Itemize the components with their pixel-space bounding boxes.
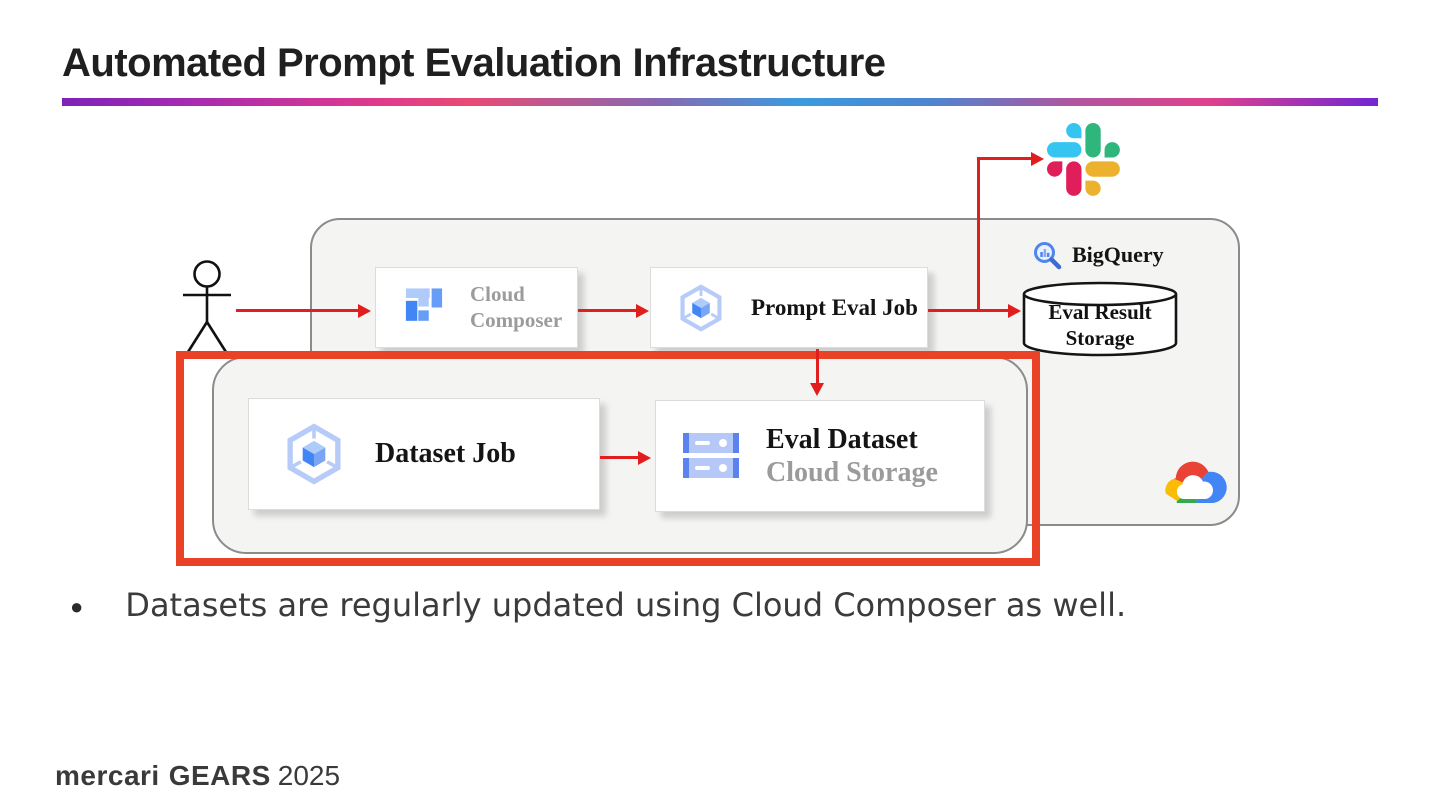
node-eval-dataset: Eval Dataset Cloud Storage <box>655 400 985 512</box>
footer-logo: mercari GEARS 2025 <box>55 760 340 792</box>
arrowhead-prompt-job-to-storage <box>1008 303 1021 318</box>
user-actor-icon <box>183 260 231 353</box>
storage-label-line1: Eval Result <box>1048 300 1152 324</box>
arrow-dataset-job-to-eval-dataset <box>600 456 638 459</box>
cloud-composer-icon <box>405 288 443 321</box>
bullet-marker: ● <box>70 594 84 619</box>
node-label-line1: Eval Dataset <box>766 423 918 455</box>
gke-job-icon <box>680 283 722 332</box>
bigquery-group: BigQuery <box>1032 240 1164 270</box>
arrowhead-dataset-job-to-eval-dataset <box>638 450 651 465</box>
node-label-line2: Cloud Storage <box>766 457 938 488</box>
bigquery-icon <box>1034 242 1062 270</box>
bullet-item: ● Datasets are regularly updated using C… <box>70 586 1126 624</box>
dataset-pipeline-highlight-box <box>176 351 1040 566</box>
google-cloud-icon <box>1165 461 1227 504</box>
node-label: Eval Dataset Cloud Storage <box>766 423 938 489</box>
slack-icon <box>1047 123 1120 196</box>
title-gradient-rule <box>62 98 1378 106</box>
eval-result-storage-label: Eval Result Storage <box>1022 299 1178 352</box>
page-title: Automated Prompt Evaluation Infrastructu… <box>62 41 886 85</box>
arrow-branch-to-slack-horizontal <box>977 157 1031 160</box>
arrowhead-composer-to-prompt-job <box>636 303 649 318</box>
arrowhead-to-slack <box>1031 151 1044 166</box>
arrowhead-actor-to-composer <box>358 303 371 318</box>
gears-wordmark: GEARS <box>168 760 271 791</box>
arrow-branch-to-slack-vertical <box>977 158 980 311</box>
arrowhead-prompt-job-to-eval-dataset <box>810 383 824 396</box>
node-label: Prompt Eval Job <box>751 294 918 320</box>
arrow-prompt-job-to-storage <box>928 309 1008 312</box>
cloud-storage-icon <box>683 433 739 478</box>
database-cylinder-icon <box>1022 281 1178 357</box>
node-label: Dataset Job <box>375 438 516 469</box>
gke-job-icon <box>287 423 341 485</box>
bigquery-label: BigQuery <box>1072 242 1164 267</box>
node-dataset-job: Dataset Job <box>248 398 600 510</box>
arrow-composer-to-prompt-job <box>578 309 636 312</box>
storage-label-line2: Storage <box>1065 326 1135 351</box>
mercari-wordmark: mercari <box>55 760 160 791</box>
node-label: Cloud Composer <box>470 282 562 332</box>
node-prompt-eval-job: Prompt Eval Job <box>650 267 928 348</box>
node-cloud-composer: Cloud Composer <box>375 267 578 348</box>
bullet-text: Datasets are regularly updated using Clo… <box>125 586 1127 624</box>
node-label-line2: Composer <box>470 307 563 332</box>
arrow-actor-to-composer <box>236 309 358 312</box>
node-label-line1: Cloud <box>470 282 525 307</box>
footer-year: 2025 <box>277 760 341 791</box>
arrow-prompt-job-to-eval-dataset <box>816 349 819 384</box>
